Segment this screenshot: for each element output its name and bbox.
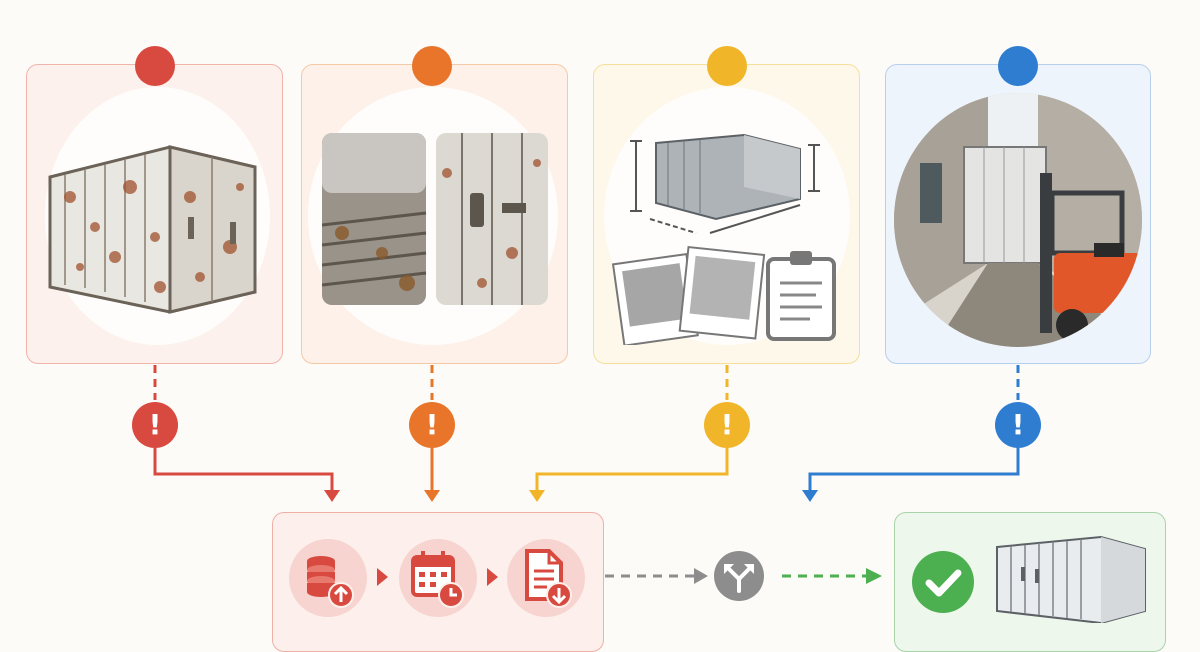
stage-badge-1 <box>135 46 175 86</box>
split-arrows-icon <box>724 564 754 593</box>
step-chevron-1 <box>377 568 388 586</box>
stage-card-2 <box>301 64 568 364</box>
stage-badge-4 <box>998 46 1038 86</box>
stage-badge-3 <box>707 46 747 86</box>
database-upload-icon <box>307 556 354 608</box>
alert-exclamation-icon-3: ! <box>704 402 750 448</box>
stage-card-3 <box>593 64 860 364</box>
stage-card-1 <box>26 64 283 364</box>
step-chevron-2 <box>487 568 498 586</box>
clean-container-photo <box>996 535 1146 623</box>
alert-exclamation-icon-4: ! <box>995 402 1041 448</box>
rusty-container-photo <box>45 87 270 345</box>
check-circle-icon <box>912 551 974 613</box>
alert-exclamation-icon-2: ! <box>409 402 455 448</box>
damaged-floor-and-doors-photos <box>308 87 558 345</box>
alley-forklift-photo <box>894 93 1142 347</box>
stage-card-4 <box>885 64 1151 364</box>
result-card <box>894 512 1166 652</box>
database-upload-step <box>289 539 367 617</box>
stage-badge-2 <box>412 46 452 86</box>
container-dimensions-photos-clipboard <box>604 87 850 347</box>
document-download-icon <box>525 549 572 608</box>
connector-lines <box>153 365 1020 584</box>
document-download-step <box>507 539 585 617</box>
calendar-clock-icon <box>411 551 464 608</box>
decision-node <box>714 551 764 601</box>
calendar-clock-step <box>399 539 477 617</box>
process-box <box>272 512 604 652</box>
alert-exclamation-icon-1: ! <box>132 402 178 448</box>
